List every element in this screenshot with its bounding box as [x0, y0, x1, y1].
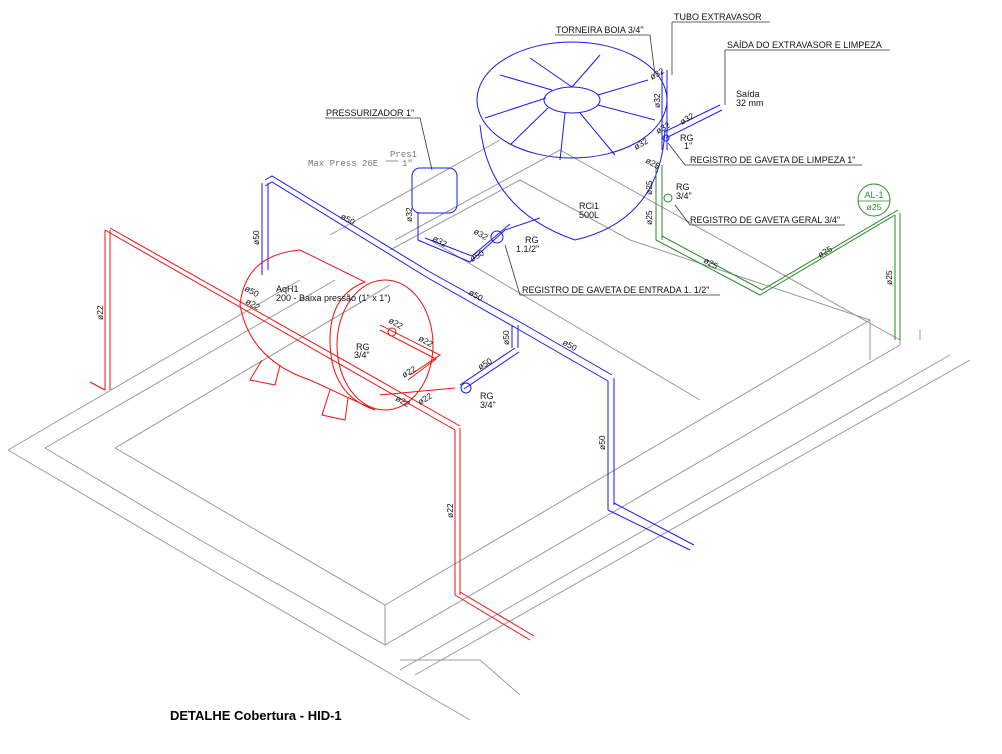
pipe-label: ø50 [476, 356, 494, 372]
pressurizer-pump [411, 167, 458, 214]
pipe-label: ø25 [816, 244, 834, 260]
pipe-label: ø22 [445, 503, 455, 518]
pipe-label: ø22 [400, 364, 418, 380]
rg-1-label-b: 1" [684, 141, 692, 151]
pres-label-top: Pres1 [390, 150, 417, 160]
pipe-label: ø50 [251, 230, 261, 245]
al-1-code: AL-1 [864, 190, 883, 200]
general-gate-valve [663, 193, 673, 203]
roof-slab-outline [7, 139, 971, 721]
green-piping [655, 165, 901, 340]
water-heater [239, 249, 434, 421]
al-1-badge: AL-1 ø25 [857, 183, 891, 217]
rg-112-label-b: 1.1/2" [516, 244, 539, 254]
tank-hatch [543, 86, 601, 114]
pipe-label: ø22 [95, 305, 105, 320]
pipe-label: ø25 [644, 155, 662, 171]
pipe-label: ø25 [644, 180, 654, 195]
callout-overflow-outlet: SAÍDA DO EXTRAVASOR E LIMPEZA [727, 40, 882, 50]
pipe-label: ø50 [561, 337, 579, 353]
pipe-label: ø22 [416, 391, 434, 407]
pipe-label: ø32 [404, 207, 414, 222]
max-press-label: Max Press 26E [308, 159, 378, 169]
hot-water-piping [89, 227, 535, 641]
outlet-label-line2: 32 mm [736, 98, 764, 108]
cleanout-gate-valve [662, 134, 670, 142]
pipe-label: ø32 [652, 93, 662, 108]
heater-description: 200 - Baixa pressão (1" x 1") [276, 293, 390, 303]
rg-1-label-a: RG [680, 133, 694, 143]
pipe-label: ø32 [632, 136, 650, 152]
pipe-label: ø22 [394, 393, 412, 409]
outlet-label-line1: Saída [736, 89, 760, 99]
rg-34-green-label-a: RG [676, 182, 690, 192]
pipe-label: ø32 [654, 120, 672, 136]
water-tank [476, 41, 668, 241]
pipe-label: ø50 [501, 330, 511, 345]
rg-34-heater-label-a: RG [356, 342, 370, 352]
callout-float-valve: TORNEIRA BOIA 3/4" [556, 25, 644, 35]
rg-112-label-a: RG [525, 235, 539, 245]
callout-general-valve: REGISTRO DE GAVETA GERAL 3/4" [690, 215, 840, 225]
callout-cleanout-valve: REGISTRO DE GAVETA DE LIMPEZA 1" [690, 155, 855, 165]
callout-leaders [325, 21, 890, 296]
rg-34-heater-label-b: 3/4" [354, 350, 370, 360]
tank-volume: 500L [579, 210, 599, 220]
pipe-label: ø50 [597, 435, 607, 450]
heater-end-cap [336, 279, 434, 411]
callout-pressurizer: PRESSURIZADOR 1" [326, 108, 414, 118]
tank-body [479, 124, 666, 241]
pipe-label: ø25 [644, 210, 654, 225]
pipe-label: ø32 [472, 226, 490, 242]
entry-gate-valve [490, 230, 504, 244]
cold-water-piping [261, 70, 723, 551]
callout-entry-valve: REGISTRO DE GAVETA DE ENTRADA 1. 1/2" [522, 285, 709, 295]
callout-overflow-pipe: TUBO EXTRAVASOR [674, 12, 762, 22]
al-1-diameter: ø25 [867, 202, 882, 212]
drawing-title: DETALHE Cobertura - HID-1 [170, 708, 342, 723]
heater-gate-valve [387, 327, 397, 337]
rg-34-blue-label-a: RG [480, 391, 494, 401]
pipe-label: ø25 [884, 270, 894, 285]
pres-label-bottom: 1" [402, 159, 413, 169]
tank-name: RCi1 [579, 201, 599, 211]
pipe-label: ø22 [244, 296, 262, 312]
rg-34-blue-label-b: 3/4" [480, 400, 496, 410]
heater-name: AqH1 [276, 284, 299, 294]
rg-34-green-label-b: 3/4" [676, 191, 692, 201]
